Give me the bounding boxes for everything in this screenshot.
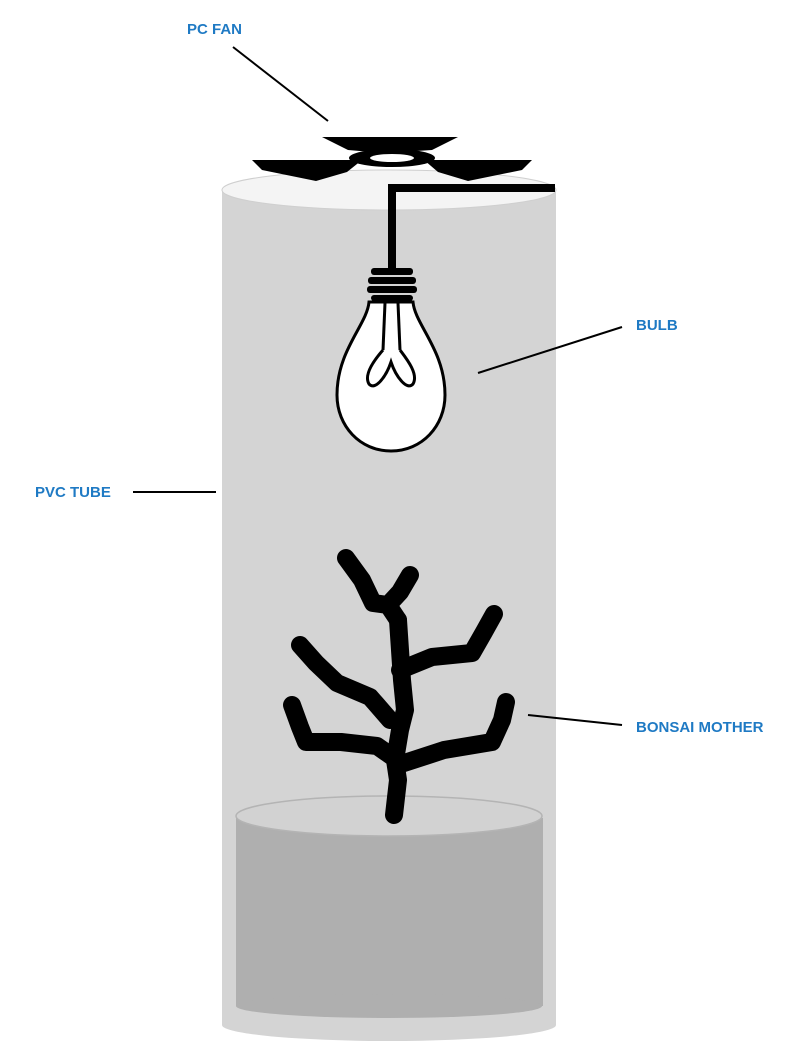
bulb-label: BULB xyxy=(636,317,678,334)
fan-icon xyxy=(252,137,532,181)
bonsai-mother-label: BONSAI MOTHER xyxy=(636,719,764,736)
pc-fan-label: PC FAN xyxy=(187,21,243,38)
bulb-leader-line xyxy=(477,326,623,374)
bonsai-leader-line xyxy=(527,714,623,726)
leader-lines xyxy=(133,46,623,726)
pvc-tube-label: PVC TUBE xyxy=(35,484,111,501)
soil-pot xyxy=(235,795,543,1018)
lightbulb-icon xyxy=(335,268,447,453)
bulb-cord xyxy=(388,184,555,270)
fan-leader-line xyxy=(232,46,329,122)
bonsai-tree-icon xyxy=(283,549,515,824)
